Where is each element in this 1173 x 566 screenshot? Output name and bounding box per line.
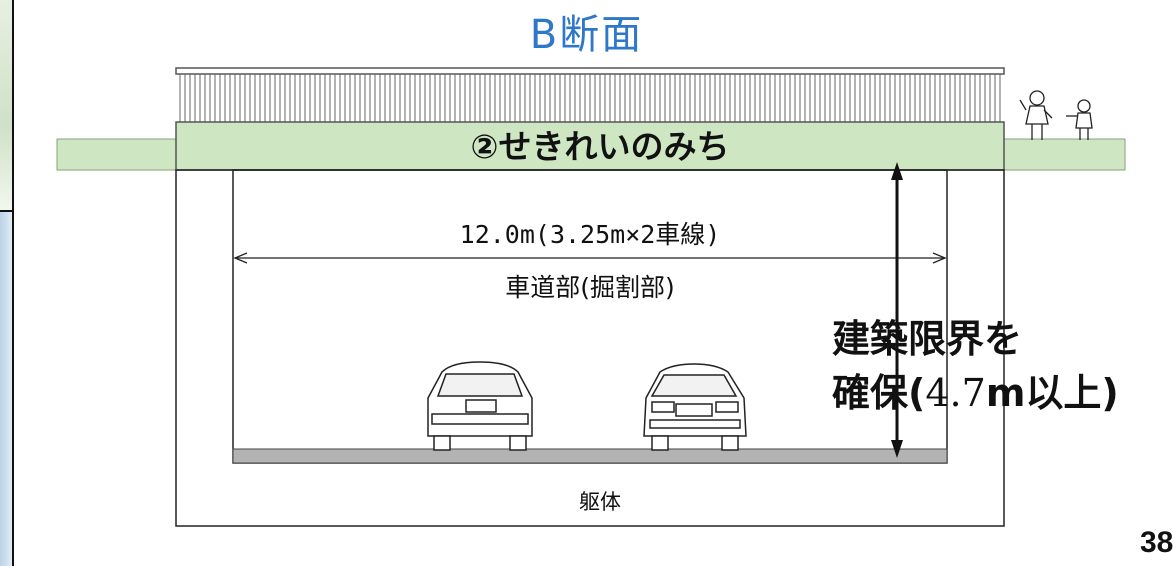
page-number: 38	[1140, 526, 1173, 559]
pavement	[232, 448, 948, 464]
clearance-value: 4.7	[925, 371, 986, 415]
children-icon	[1019, 90, 1093, 140]
width-dimension-line	[233, 252, 947, 264]
double-arrow-icon	[891, 162, 903, 458]
clearance-prefix: 確保(	[832, 371, 926, 415]
clearance-suffix: m以上)	[985, 371, 1119, 415]
ground-right	[1003, 138, 1126, 171]
wagon-car-icon	[427, 361, 533, 451]
width-dimension-label: 12.0m(3.25m×2車線)	[459, 220, 721, 249]
frame-label: 躯体	[579, 490, 621, 514]
map-inset	[0, 0, 12, 212]
clearance-line-2: 確保(4.7m以上)	[832, 366, 1172, 420]
clearance-line-1: 建築限界を	[832, 317, 1023, 361]
ground-left	[56, 138, 177, 171]
railing-icon	[175, 67, 1005, 122]
slide-title: B断面	[529, 12, 644, 58]
roadway-label: 車道部(掘割部)	[505, 273, 675, 302]
road-name-label: ②せきれいのみち	[470, 127, 730, 166]
clearance-note: 建築限界を 確保(4.7m以上)	[832, 312, 1172, 420]
sedan-car-icon	[643, 363, 747, 451]
